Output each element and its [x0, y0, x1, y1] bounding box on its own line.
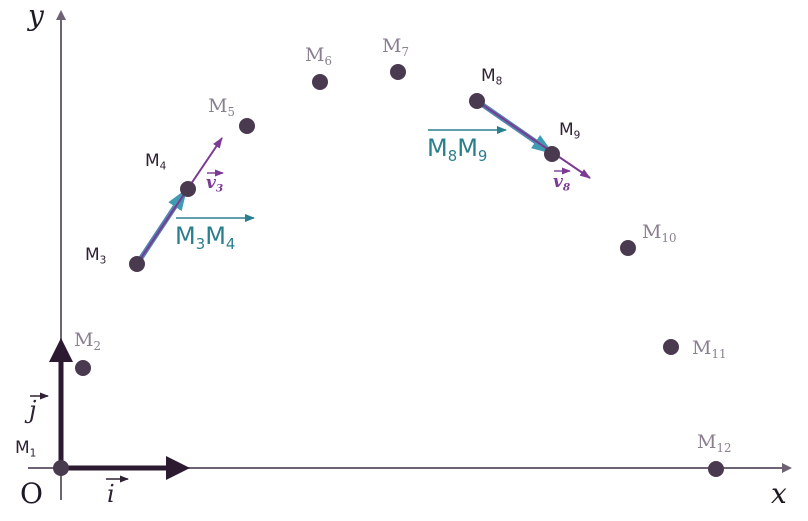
point-m2: [75, 360, 91, 376]
unit-vector-j-head: [49, 338, 73, 362]
point-m11: [663, 339, 679, 355]
unit-vector-i-label: i: [107, 480, 115, 508]
point-m10: [620, 240, 636, 256]
point-label-m5: M5: [208, 95, 235, 120]
point-label-m11: M11: [692, 337, 727, 362]
points-layer: [53, 64, 724, 477]
point-m7: [390, 64, 406, 80]
y-axis-label: y: [28, 0, 44, 32]
velocity-label-v3: v3: [206, 173, 224, 195]
point-label-m2: M2: [74, 329, 101, 354]
point-label-m7: M7: [382, 35, 409, 60]
point-label-m4: M4: [145, 151, 167, 173]
point-label-m10: M10: [642, 221, 677, 246]
point-m12: [708, 461, 724, 477]
displacement-label-m3m4: M3M4: [175, 222, 236, 254]
point-m4: [180, 181, 196, 197]
point-label-m8: M8: [481, 66, 503, 88]
point-m9: [544, 146, 560, 162]
displacement-label-m8m9: M8M9: [427, 134, 488, 166]
x-axis-label: x: [771, 477, 787, 510]
unit-vector-j-label: j: [29, 396, 37, 424]
point-m5: [239, 118, 255, 134]
point-m6: [312, 74, 328, 90]
point-m1: [53, 460, 69, 476]
point-m8: [469, 93, 485, 109]
velocity-vector-v8: [476, 100, 591, 179]
point-label-m1: M1: [15, 438, 37, 460]
point-label-m3: M3: [85, 245, 107, 267]
origin-label: O: [20, 477, 43, 510]
point-m3: [129, 256, 145, 272]
velocity-label-v8: v8: [553, 172, 571, 194]
unit-vector-i-head: [166, 456, 190, 480]
velocity-vector-v3: [136, 137, 223, 265]
point-label-m9: M9: [559, 120, 581, 142]
point-label-m12: M12: [697, 431, 732, 456]
point-label-m6: M6: [305, 44, 332, 69]
